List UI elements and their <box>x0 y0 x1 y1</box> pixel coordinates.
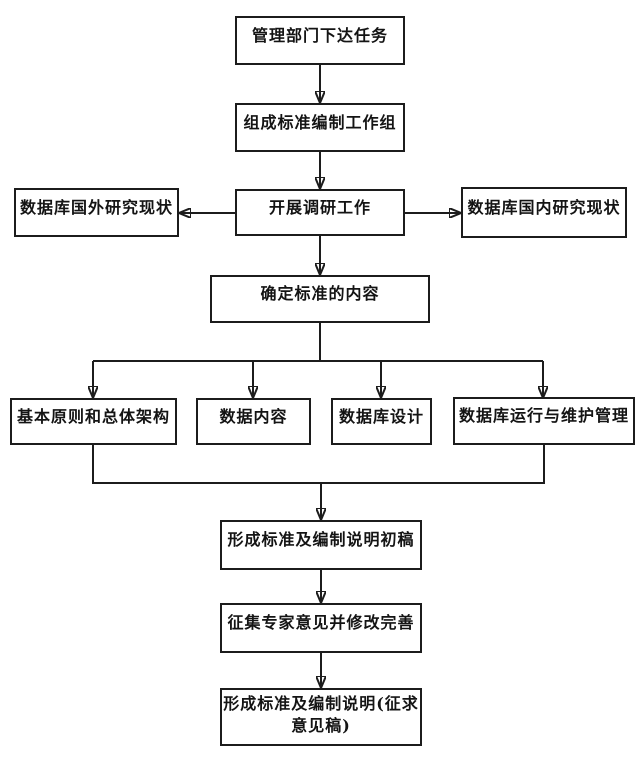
node-principles: 基本原则和总体架构 <box>10 398 177 445</box>
node-draft: 形成标准及编制说明初稿 <box>220 520 422 570</box>
node-assign-task: 管理部门下达任务 <box>235 16 405 65</box>
node-form-group: 组成标准编制工作组 <box>235 103 405 152</box>
node-research-work: 开展调研工作 <box>235 189 405 236</box>
node-expert-review: 征集专家意见并修改完善 <box>220 603 422 653</box>
node-domestic-status: 数据库国内研究现状 <box>461 187 627 238</box>
node-db-operation: 数据库运行与维护管理 <box>453 397 635 445</box>
node-data-content: 数据内容 <box>196 398 311 445</box>
node-db-design: 数据库设计 <box>331 398 432 445</box>
node-determine-content: 确定标准的内容 <box>210 275 430 323</box>
node-foreign-status: 数据库国外研究现状 <box>14 188 179 237</box>
node-final-draft-line2: 意见稿) <box>291 716 351 735</box>
node-final-draft: 形成标准及编制说明(征求 意见稿) <box>220 688 422 746</box>
node-final-draft-line1: 形成标准及编制说明(征求 <box>223 694 419 713</box>
